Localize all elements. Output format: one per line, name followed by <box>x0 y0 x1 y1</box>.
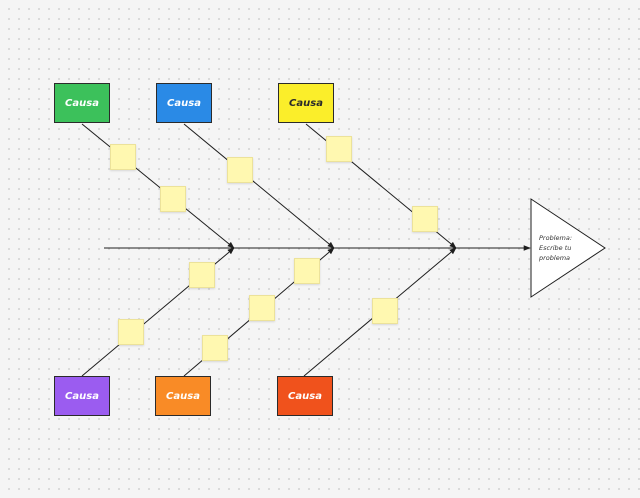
sticky-note[interactable] <box>202 335 228 361</box>
cause-box-lower-2[interactable]: Causa <box>155 376 211 416</box>
problem-line-3: problema <box>539 254 571 262</box>
sticky-note[interactable] <box>160 186 186 212</box>
sticky-note[interactable] <box>249 295 275 321</box>
cause-label: Causa <box>288 390 322 402</box>
sticky-note[interactable] <box>189 262 215 288</box>
cause-label: Causa <box>289 97 323 109</box>
cause-box-upper-2[interactable]: Causa <box>156 83 212 123</box>
cause-label: Causa <box>167 97 201 109</box>
sticky-note[interactable] <box>118 319 144 345</box>
bone-upper-2[interactable] <box>183 123 335 249</box>
problem-statement[interactable]: Problema: Escribe tu problema <box>539 233 591 263</box>
sticky-note[interactable] <box>326 136 352 162</box>
problem-head-triangle[interactable] <box>530 198 606 298</box>
problem-line-1: Problema: <box>539 234 573 242</box>
cause-label: Causa <box>166 390 200 402</box>
cause-label: Causa <box>65 390 99 402</box>
cause-box-upper-1[interactable]: Causa <box>54 83 110 123</box>
sticky-note[interactable] <box>294 258 320 284</box>
cause-label: Causa <box>65 97 99 109</box>
sticky-note[interactable] <box>110 144 136 170</box>
sticky-note[interactable] <box>227 157 253 183</box>
sticky-note[interactable] <box>412 206 438 232</box>
bone-upper-1[interactable] <box>81 123 235 249</box>
cause-box-lower-3[interactable]: Causa <box>277 376 333 416</box>
cause-box-upper-3[interactable]: Causa <box>278 83 334 123</box>
problem-line-2: Escribe tu <box>539 244 572 252</box>
sticky-note[interactable] <box>372 298 398 324</box>
cause-box-lower-1[interactable]: Causa <box>54 376 110 416</box>
